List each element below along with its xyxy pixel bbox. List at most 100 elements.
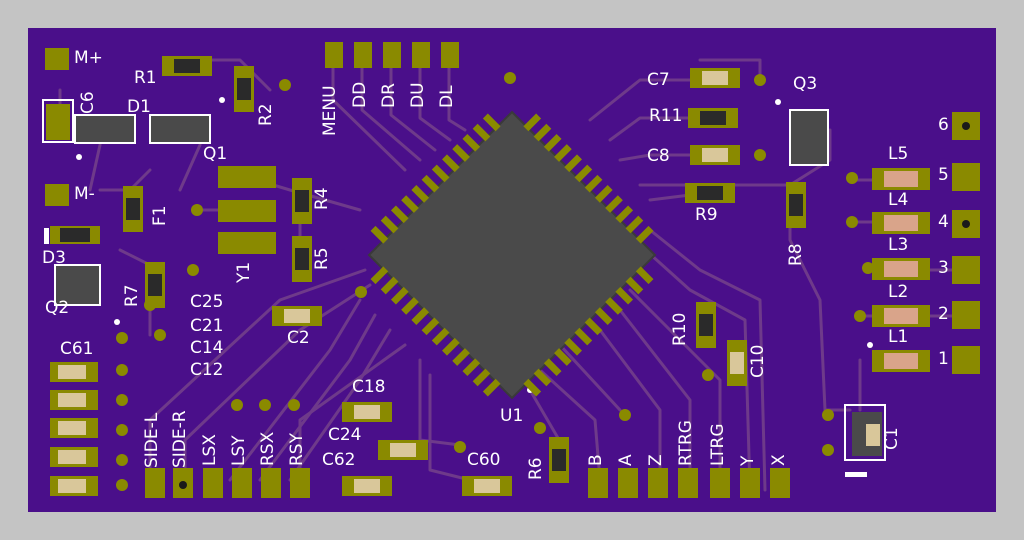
chip-pin bbox=[472, 123, 491, 142]
label-c61: C61 bbox=[60, 339, 94, 359]
chip-pin bbox=[615, 205, 634, 224]
chip-pin bbox=[635, 266, 654, 285]
chip-pin bbox=[431, 327, 450, 346]
chip-pin bbox=[380, 215, 399, 234]
label-l4: L4 bbox=[888, 190, 909, 210]
label-r2: R2 bbox=[256, 103, 276, 126]
label-side-l: SIDE-L bbox=[142, 412, 162, 468]
label-z: Z bbox=[646, 454, 666, 466]
chip-pin bbox=[462, 133, 481, 152]
label-q2: Q2 bbox=[45, 298, 70, 318]
chip-pin bbox=[574, 164, 593, 183]
label-c62: C62 bbox=[322, 450, 356, 470]
right-header-pads bbox=[952, 112, 980, 374]
chip-pin bbox=[533, 368, 552, 387]
label-pin-6: 6 bbox=[938, 115, 949, 135]
label-c12: C12 bbox=[190, 360, 224, 380]
label-lsy: LSY bbox=[229, 435, 249, 466]
chip-pin bbox=[594, 185, 613, 203]
chip-pin bbox=[390, 205, 409, 224]
silkscreen bbox=[42, 99, 886, 461]
label-r5: R5 bbox=[312, 247, 332, 270]
label-rsy: RSY bbox=[287, 433, 307, 466]
label-pin-4: 4 bbox=[938, 212, 949, 232]
label-r11: R11 bbox=[649, 106, 683, 126]
label-m-plus: M+ bbox=[74, 48, 103, 68]
chip-pin bbox=[401, 297, 419, 315]
label-c2: C2 bbox=[287, 328, 310, 348]
polarity-dots bbox=[76, 97, 873, 348]
label-d3: D3 bbox=[42, 248, 66, 268]
chip-pin bbox=[584, 174, 603, 193]
label-dr: DR bbox=[379, 83, 399, 108]
vias bbox=[116, 72, 874, 491]
chip-pin bbox=[533, 123, 552, 142]
label-m-minus: M- bbox=[74, 184, 95, 204]
chip-pin bbox=[523, 378, 542, 397]
label-r8: R8 bbox=[786, 243, 806, 266]
label-l2: L2 bbox=[888, 282, 909, 302]
chip-pin bbox=[452, 144, 470, 162]
chip-pin bbox=[564, 154, 582, 173]
label-a: A bbox=[616, 454, 636, 466]
chip-pin bbox=[523, 113, 542, 132]
chip-pin bbox=[442, 154, 460, 173]
bottom-header-pads bbox=[145, 468, 790, 498]
chip-pin bbox=[554, 144, 572, 162]
label-rtrg: RTRG bbox=[676, 420, 696, 466]
chip-pin bbox=[370, 266, 389, 285]
label-r1: R1 bbox=[134, 68, 157, 88]
label-r6: R6 bbox=[526, 457, 546, 480]
label-q1: Q1 bbox=[203, 144, 228, 164]
chip-pin bbox=[462, 358, 481, 377]
chip-pin bbox=[411, 307, 430, 325]
chip-pin bbox=[421, 174, 440, 193]
top-header-pads bbox=[325, 42, 459, 68]
label-menu: MENU bbox=[320, 85, 340, 136]
label-l1: L1 bbox=[888, 327, 909, 347]
chip-pin bbox=[635, 225, 654, 244]
label-rsx: RSX bbox=[258, 431, 278, 466]
label-f1: F1 bbox=[150, 205, 170, 226]
chip-pin bbox=[625, 276, 644, 295]
label-y: Y bbox=[738, 455, 758, 466]
label-l5: L5 bbox=[888, 144, 909, 164]
chip-pin bbox=[452, 348, 470, 366]
label-c24: C24 bbox=[328, 425, 362, 445]
chip-pin bbox=[370, 225, 389, 244]
label-du: DU bbox=[408, 82, 428, 108]
label-dd: DD bbox=[350, 81, 370, 108]
chip-pin bbox=[411, 185, 430, 203]
chip-pin bbox=[615, 286, 634, 305]
chip-pin bbox=[574, 327, 593, 346]
label-l3: L3 bbox=[888, 235, 909, 255]
chip-pin bbox=[472, 368, 491, 387]
chip-pin bbox=[605, 297, 623, 315]
label-c8: C8 bbox=[647, 146, 670, 166]
label-y1: Y1 bbox=[234, 261, 254, 283]
chip-pin bbox=[482, 113, 501, 132]
chip-pins bbox=[370, 113, 654, 397]
chip-pin bbox=[594, 307, 613, 325]
chip-pin bbox=[605, 195, 623, 213]
label-r10: R10 bbox=[670, 312, 690, 346]
chip-pin bbox=[421, 317, 440, 336]
label-b: B bbox=[586, 454, 606, 466]
label-lsx: LSX bbox=[200, 434, 220, 466]
label-c60: C60 bbox=[467, 450, 501, 470]
label-ltrg: LTRG bbox=[708, 423, 728, 467]
label-dl: DL bbox=[437, 85, 457, 108]
label-x: X bbox=[769, 454, 789, 466]
label-c7: C7 bbox=[647, 70, 670, 90]
label-c10: C10 bbox=[748, 344, 768, 378]
chip-pin bbox=[543, 358, 562, 377]
chip-pin bbox=[380, 276, 399, 295]
chip-pin bbox=[564, 337, 582, 356]
label-c21: C21 bbox=[190, 316, 224, 336]
label-c25: C25 bbox=[190, 292, 224, 312]
label-pin-2: 2 bbox=[938, 304, 949, 324]
label-d1: D1 bbox=[127, 97, 151, 117]
label-c1: C1 bbox=[882, 427, 902, 450]
label-r4: R4 bbox=[312, 187, 332, 210]
